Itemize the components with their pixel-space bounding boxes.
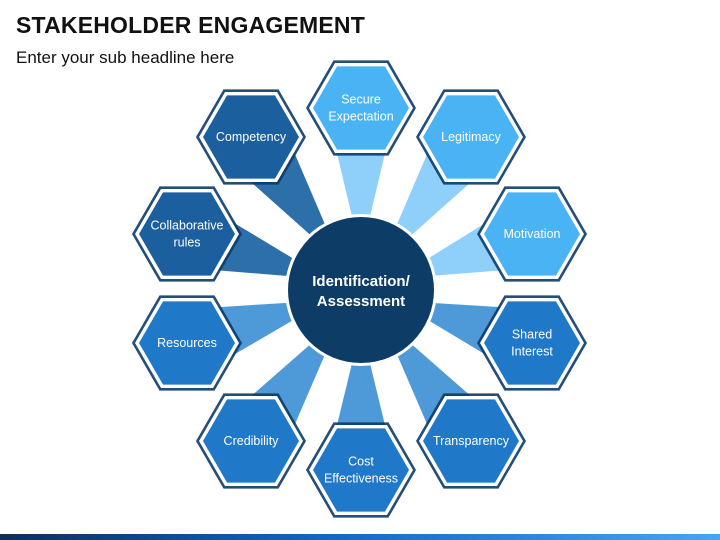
hex-node-collaborative-rules: Collaborative rules <box>132 186 242 282</box>
hex-fill <box>139 301 235 385</box>
hex-label-cost-effectiveness-line2: Effectiveness <box>324 472 398 486</box>
hex-fill <box>313 66 409 150</box>
hex-fill <box>203 95 299 179</box>
hex-fill <box>423 95 519 179</box>
hex-fill <box>484 301 580 385</box>
hex-node-legitimacy: Legitimacy <box>416 89 526 185</box>
hex-label-secure-expectation-line2: Expectation <box>328 110 393 124</box>
center-node: Identification/Assessment <box>285 214 437 366</box>
hex-node-motivation: Motivation <box>477 186 587 282</box>
hex-label-collaborative-rules-line1: Collaborative <box>151 219 224 233</box>
hex-label-resources: Resources <box>157 336 217 350</box>
center-label-line2: Assessment <box>317 293 405 310</box>
hex-fill <box>313 428 409 512</box>
page-subtitle: Enter your sub headline here <box>16 48 235 67</box>
center-circle <box>288 217 434 363</box>
hexagon-nodes: SecureExpectationLegitimacyMotivationSha… <box>132 60 587 518</box>
hex-label-secure-expectation-line1: Secure <box>341 93 381 107</box>
hex-fill <box>203 399 299 483</box>
footer-bar <box>0 534 720 540</box>
hex-label-motivation: Motivation <box>504 227 561 241</box>
hex-label-credibility: Credibility <box>224 434 280 448</box>
hex-fill <box>423 399 519 483</box>
page-title: STAKEHOLDER ENGAGEMENT <box>16 12 365 38</box>
hex-label-collaborative-rules-line2: rules <box>173 236 200 250</box>
hex-label-shared-interest-line2: Interest <box>511 345 553 359</box>
hex-node-resources: Resources <box>132 295 242 391</box>
hex-node-credibility: Credibility <box>196 393 306 489</box>
hex-label-legitimacy: Legitimacy <box>441 130 501 144</box>
hex-label-cost-effectiveness-line1: Cost <box>348 455 374 469</box>
hex-label-shared-interest-line1: Shared <box>512 328 552 342</box>
hex-fill <box>139 192 235 276</box>
hex-node-competency: Competency <box>196 89 306 185</box>
hex-fill <box>484 192 580 276</box>
hex-node-transparency: Transparency <box>416 393 526 489</box>
center-label-line1: Identification/ <box>312 273 410 290</box>
hex-label-transparency: Transparency <box>433 434 510 448</box>
hex-label-competency: Competency <box>216 130 287 144</box>
